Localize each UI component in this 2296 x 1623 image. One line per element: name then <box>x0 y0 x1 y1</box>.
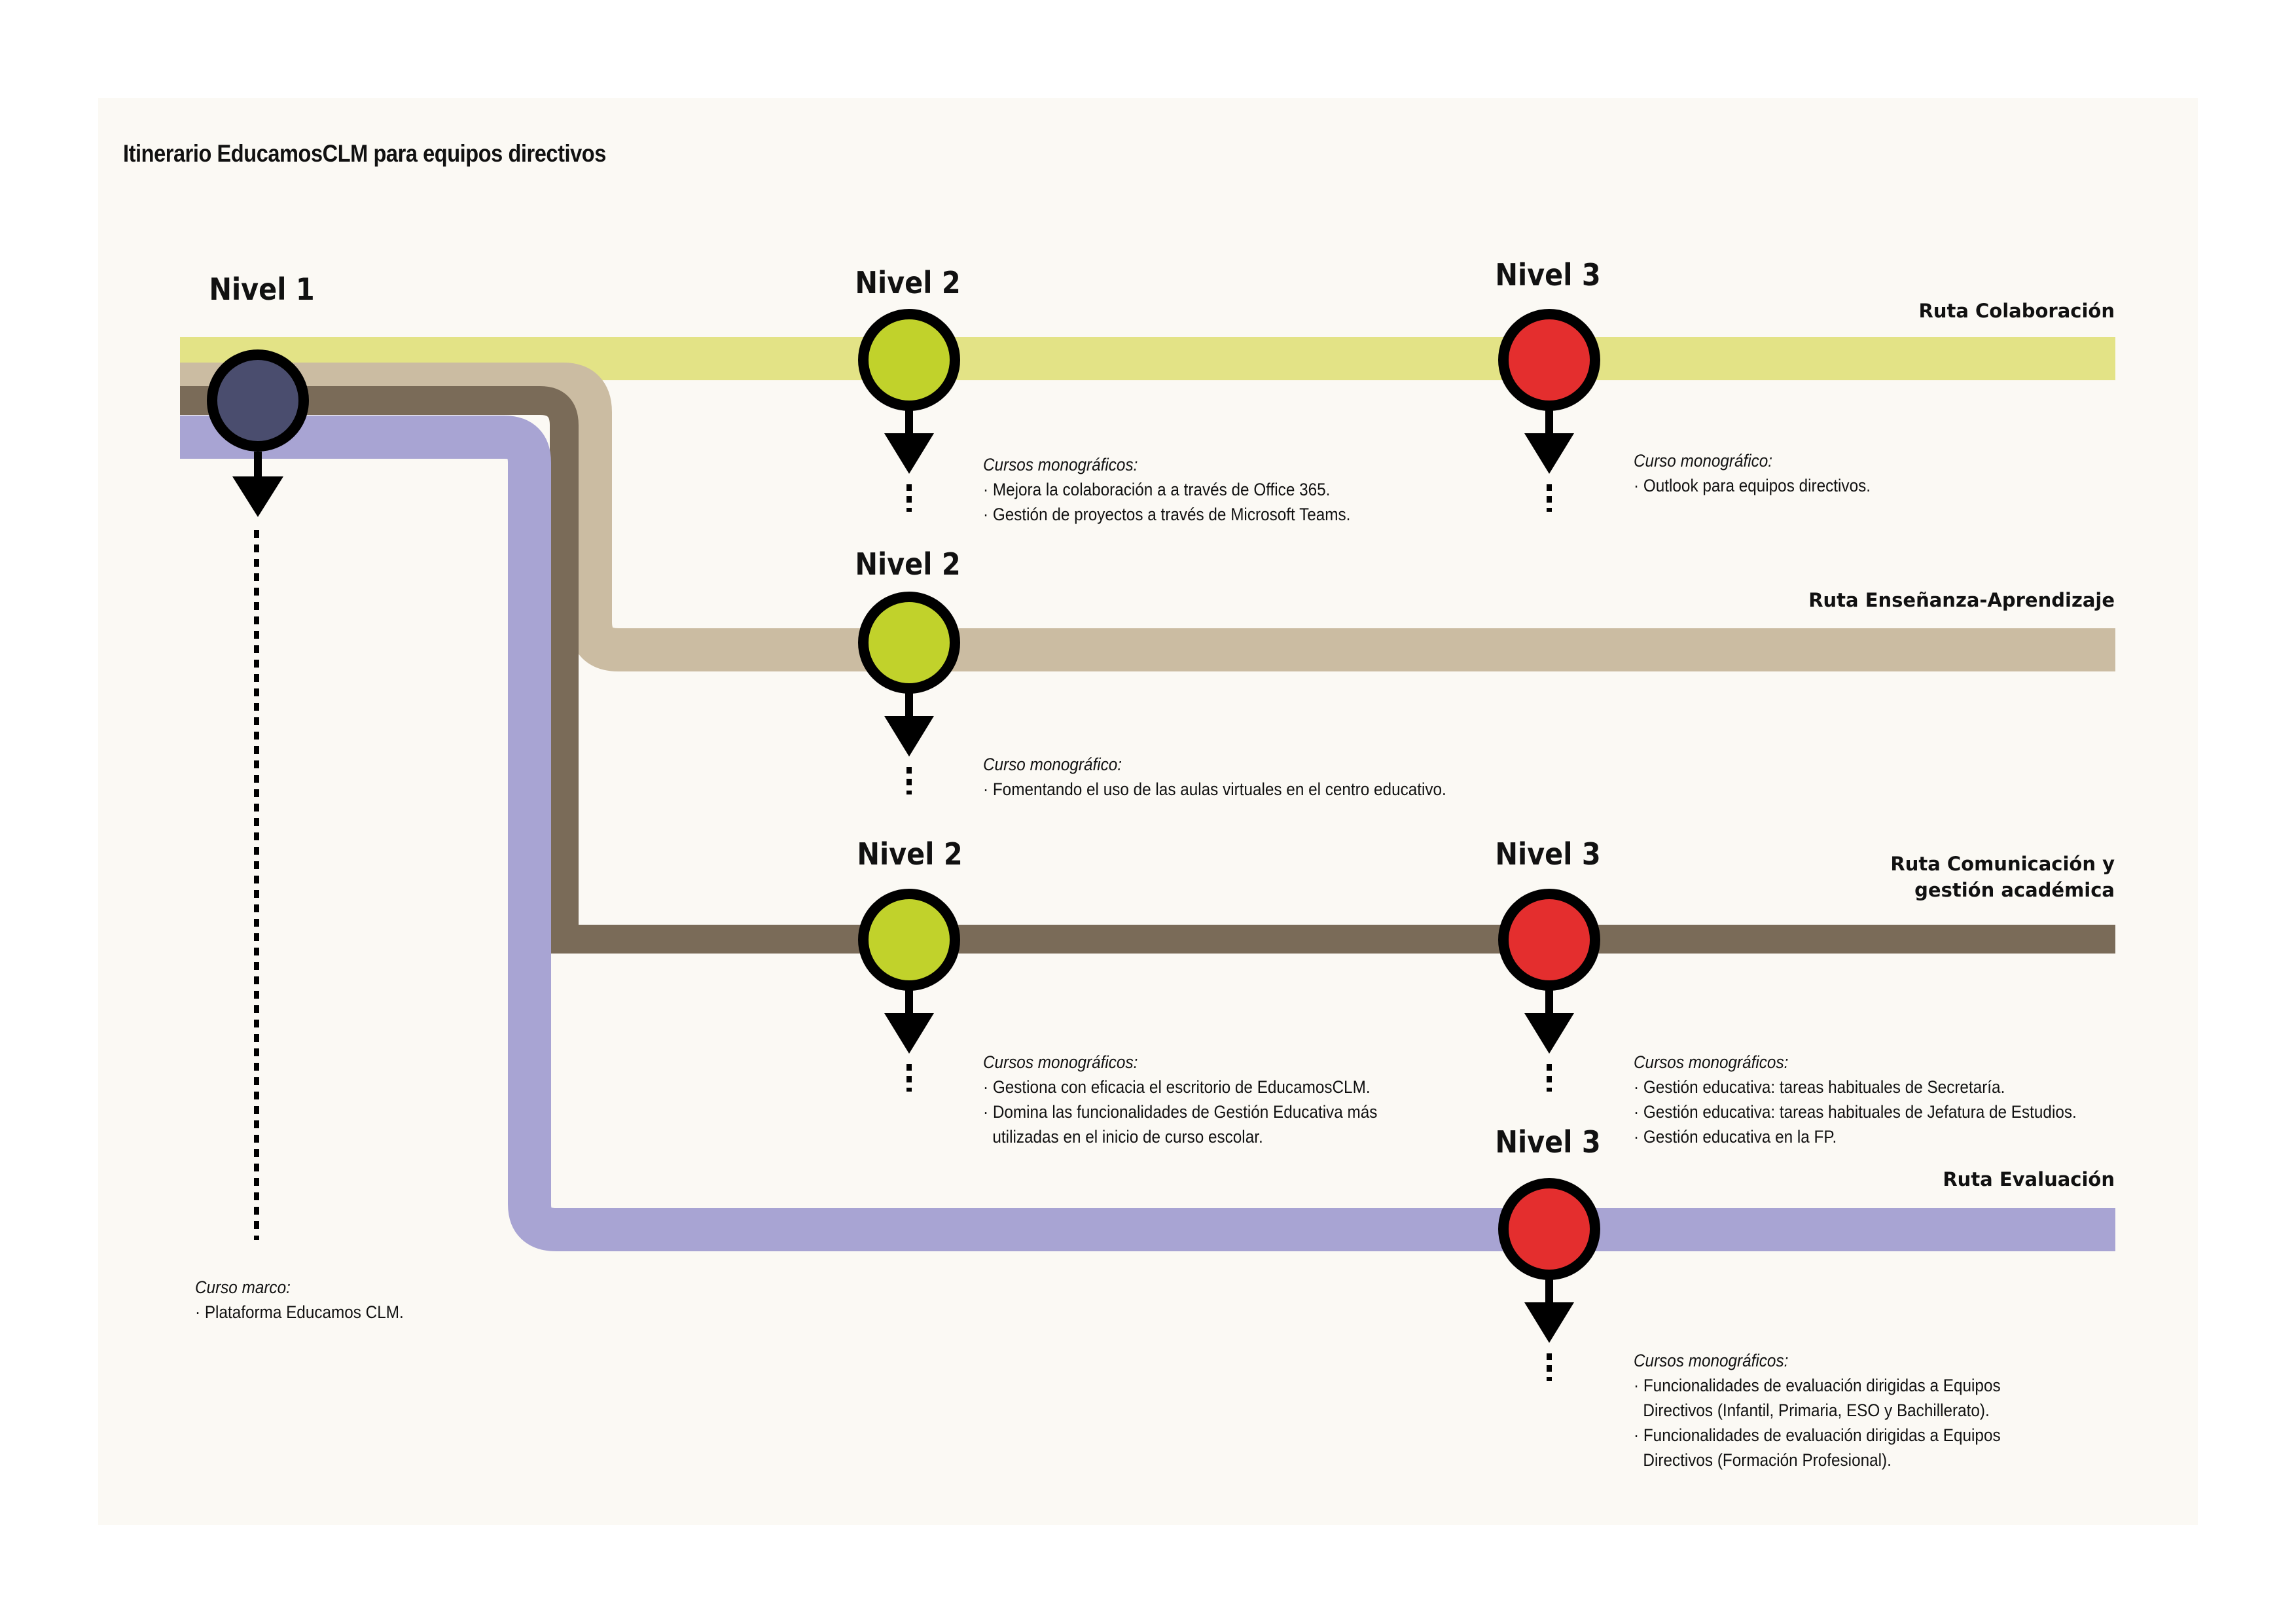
page-title: Itinerario EducamosCLM para equipos dire… <box>123 140 606 167</box>
note-level1: Curso marco: · Plataforma Educamos CLM. <box>195 1275 404 1325</box>
route-line-comunicacion <box>180 386 2115 954</box>
course-item: · Outlook para equipos directivos. <box>1634 476 1871 495</box>
arrow-down-icon <box>232 476 283 517</box>
course-item: · Gestión educativa: tareas habituales d… <box>1634 1077 2005 1097</box>
note-eval-level3: Cursos monográficos: · Funcionalidades de… <box>1634 1348 2070 1472</box>
note-heading: Curso monográfico: <box>983 755 1122 774</box>
level-label-colab-3: Nivel 3 <box>1495 257 1601 293</box>
node-com-level3[interactable] <box>1498 889 1600 1092</box>
level-label-com-2: Nivel 2 <box>857 836 963 872</box>
arrow-down-icon <box>1524 1013 1574 1054</box>
arrow-down-icon <box>1524 1302 1574 1343</box>
route-line-evaluacion <box>180 416 2115 1251</box>
node-level1[interactable] <box>207 349 309 1240</box>
node-circle <box>1498 309 1600 411</box>
course-item: · Plataforma Educamos CLM. <box>195 1302 404 1322</box>
node-colab-level3[interactable] <box>1498 309 1600 512</box>
node-circle <box>858 309 960 411</box>
arrow-down-icon <box>884 1013 934 1054</box>
diagram-panel <box>98 98 2198 1525</box>
route-label-ensenanza: Ruta Enseñanza-Aprendizaje <box>1808 589 2115 611</box>
course-item: · Gestiona con eficacia el escritorio de… <box>983 1077 1371 1097</box>
note-heading: Curso marco: <box>195 1277 291 1297</box>
note-ens-level2: Curso monográfico: · Fomentando el uso de… <box>983 752 1446 802</box>
arrow-down-icon <box>884 433 934 474</box>
course-item: · Gestión de proyectos a través de Micro… <box>983 505 1351 524</box>
route-line-ensenanza <box>180 363 2115 671</box>
route-label-colaboracion: Ruta Colaboración <box>1918 300 2115 322</box>
note-colab-level3: Curso monográfico: · Outlook para equipos… <box>1634 448 1871 498</box>
route-label-comunicacion: Ruta Comunicación y gestión académica <box>1890 853 2115 901</box>
level-label-1: Nivel 1 <box>209 272 315 307</box>
route-label-evaluacion: Ruta Evaluación <box>1943 1168 2115 1190</box>
course-item: · Gestión educativa en la FP. <box>1634 1127 1837 1147</box>
note-heading: Cursos monográficos: <box>983 455 1138 474</box>
node-circle <box>1498 889 1600 991</box>
node-circle <box>1498 1178 1600 1280</box>
note-heading: Cursos monográficos: <box>1634 1052 1789 1072</box>
node-circle <box>858 592 960 694</box>
course-item: · Mejora la colaboración a a través de O… <box>983 480 1331 499</box>
level-label-eval-3: Nivel 3 <box>1495 1124 1601 1160</box>
note-colab-level2: Cursos monográficos: · Mejora la colabora… <box>983 452 1350 527</box>
level-label-colab-2: Nivel 2 <box>855 265 961 300</box>
course-item: · Gestión educativa: tareas habituales d… <box>1634 1102 2077 1122</box>
node-colab-level2[interactable] <box>858 309 960 512</box>
course-item: · Funcionalidades de evaluación dirigida… <box>1634 1376 2001 1420</box>
node-com-level2[interactable] <box>858 889 960 1092</box>
course-item: · Funcionalidades de evaluación dirigida… <box>1634 1425 2001 1470</box>
note-heading: Curso monográfico: <box>1634 451 1773 471</box>
arrow-down-icon <box>884 716 934 757</box>
note-heading: Cursos monográficos: <box>1634 1351 1789 1370</box>
arrow-down-icon <box>1524 433 1574 474</box>
node-eval-level3[interactable] <box>1498 1178 1600 1381</box>
node-ens-level2[interactable] <box>858 592 960 794</box>
note-com-level3: Cursos monográficos: · Gestión educativa:… <box>1634 1050 2077 1149</box>
level-label-ens-2: Nivel 2 <box>855 546 961 582</box>
course-item: · Fomentando el uso de las aulas virtual… <box>983 779 1446 799</box>
note-heading: Cursos monográficos: <box>983 1052 1138 1072</box>
level-label-com-3: Nivel 3 <box>1495 836 1601 872</box>
node-circle <box>858 889 960 991</box>
course-item: · Domina las funcionalidades de Gestión … <box>983 1102 1378 1147</box>
note-com-level2: Cursos monográficos: · Gestiona con efica… <box>983 1050 1378 1149</box>
